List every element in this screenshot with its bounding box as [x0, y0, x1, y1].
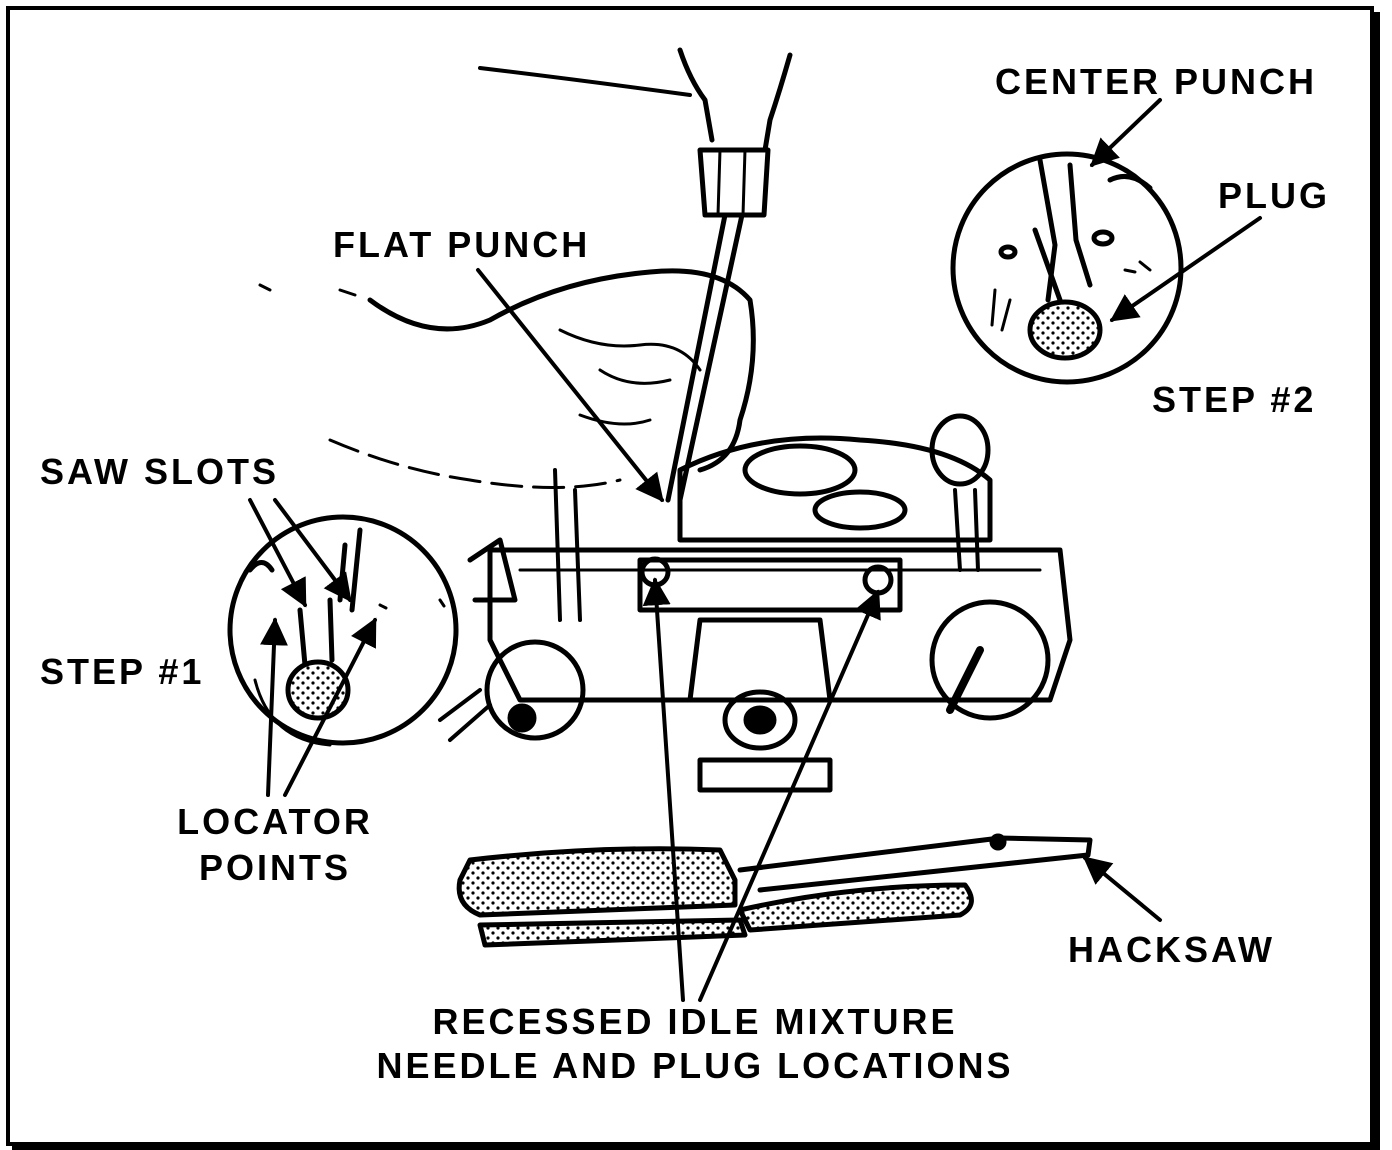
- hacksaw: [456, 833, 1093, 948]
- label-plug: PLUG: [1218, 175, 1331, 216]
- center-punch-arrow: [1089, 98, 1162, 167]
- recessed-arrow-2: [698, 589, 881, 1002]
- carburetor: [438, 413, 1073, 793]
- saw-slot-arrow-1: [248, 498, 307, 608]
- locator-arrow-2: [283, 617, 377, 797]
- label-center-punch: CENTER PUNCH: [995, 61, 1318, 102]
- label-hacksaw: HACKSAW: [1068, 929, 1275, 970]
- plug-arrow: [1109, 216, 1262, 322]
- label-locator-points: LOCATOR POINTS: [170, 802, 380, 888]
- label-locator-line2: POINTS: [198, 847, 351, 888]
- label-saw-slots: SAW SLOTS: [40, 451, 280, 492]
- flat-punch-tool: [665, 47, 793, 503]
- label-recessed-line2: NEEDLE AND PLUG LOCATIONS: [376, 1045, 1014, 1086]
- saw-slot-arrow-2: [273, 498, 352, 603]
- hand: [258, 66, 756, 489]
- step1-detail-circle: [227, 514, 459, 747]
- recessed-arrow-1: [642, 577, 685, 1002]
- label-step1: STEP #1: [40, 651, 205, 692]
- label-locator-line1: LOCATOR: [177, 801, 373, 842]
- leader-lines: [248, 98, 1262, 1002]
- label-flat-punch: FLAT PUNCH: [333, 224, 591, 265]
- diagram-frame: [6, 6, 1374, 1146]
- flat-punch-arrow: [476, 268, 664, 503]
- hacksaw-arrow: [1082, 856, 1162, 922]
- locator-arrow-1: [260, 617, 288, 797]
- step2-detail-circle: [950, 151, 1184, 385]
- label-recessed-line1: RECESSED IDLE MIXTURE: [432, 1001, 958, 1042]
- label-step2: STEP #2: [1152, 379, 1317, 420]
- label-recessed-locations: RECESSED IDLE MIXTURE NEEDLE AND PLUG LO…: [350, 1002, 1040, 1086]
